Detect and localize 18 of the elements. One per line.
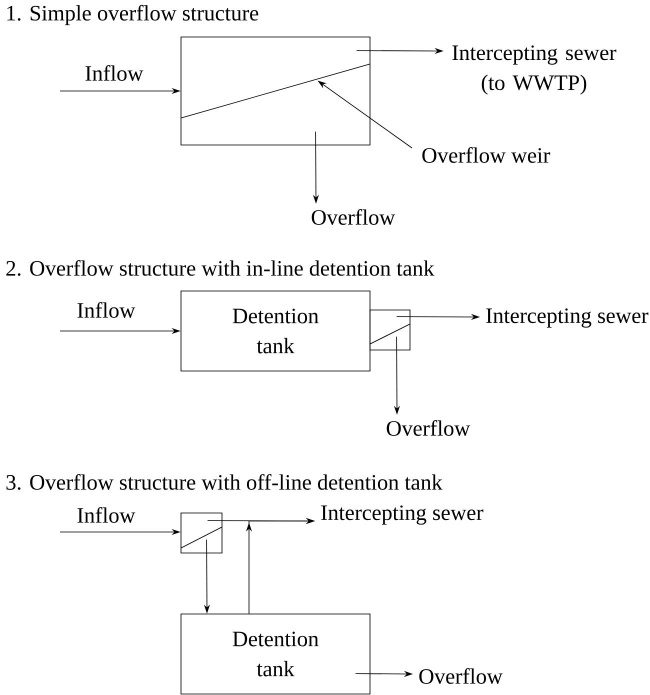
tank-box: Detention tank <box>180 614 370 694</box>
edge-label: Inflow <box>77 302 136 318</box>
outlet-label: Intercepting sewer <box>321 505 484 525</box>
outlet-label: Overflow <box>386 420 470 436</box>
edge-label: Inflow <box>77 507 136 523</box>
section-heading: 1. Simple overflow structure <box>7 4 258 26</box>
weir-chamber-box <box>180 512 222 554</box>
section-heading: 2. Overflow structure with in-line detention tank <box>6 260 434 276</box>
outlet-label: Intercepting sewer <box>486 308 648 328</box>
tank-box: Detention tank <box>180 290 370 372</box>
outlet-label: Overflow <box>312 209 396 225</box>
weir-chamber-box <box>370 310 410 350</box>
section-heading: 3. Overflow structure with off-line detention tank <box>6 474 442 490</box>
edge-label: Inflow <box>85 65 144 81</box>
outlet-label: Intercepting sewer (to WWTP) <box>452 45 616 95</box>
outlet-label: Overflow <box>419 668 503 684</box>
structure-box <box>180 36 370 146</box>
weir-label: Overflow weir <box>422 147 550 163</box>
